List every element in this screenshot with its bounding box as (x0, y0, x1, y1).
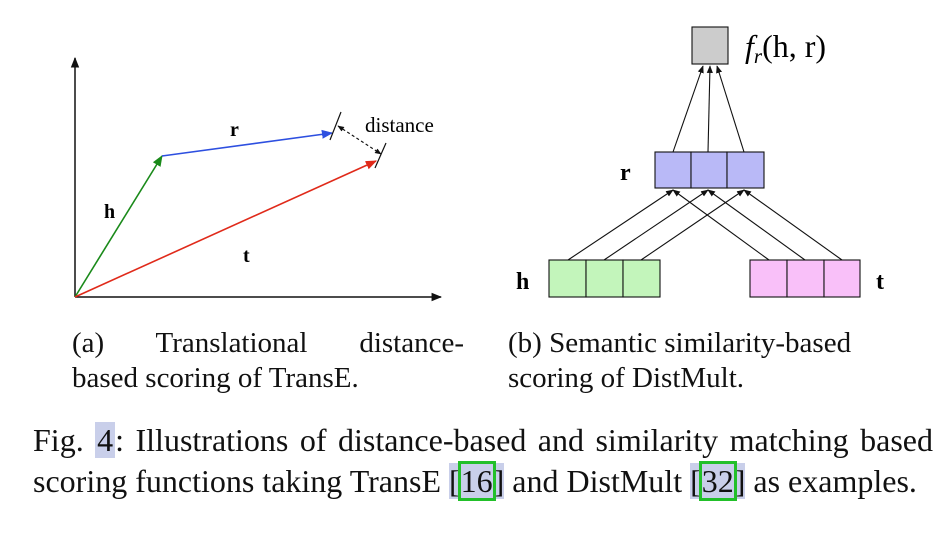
vector-r (161, 129, 334, 157)
edge-h2-r2 (603, 189, 709, 261)
panel-b-diagram: fr(h, r) r h t (516, 26, 884, 298)
r-cell-3 (726, 151, 765, 189)
h-cell-3 (622, 259, 661, 298)
edge-r1-out (672, 65, 704, 153)
output-label: fr(h, r) (745, 28, 826, 68)
subcaption-a-line2: based scoring of TransE. (72, 362, 359, 394)
tick-r-end (329, 111, 342, 141)
t-cell-1 (749, 259, 788, 298)
edge-t2-r2 (707, 189, 806, 261)
citation-16-link[interactable]: 16 (457, 461, 496, 501)
caption-text-3: as examples. (745, 463, 917, 499)
label-t-a: t (243, 245, 250, 267)
output-node (691, 26, 729, 65)
t-vector (749, 259, 861, 298)
citation-32[interactable]: [32] (690, 461, 746, 501)
label-r-a: r (230, 119, 239, 141)
h-vector (548, 259, 661, 298)
panel-a-diagram: h r t distance (70, 56, 443, 302)
label-distance: distance (365, 113, 434, 137)
tick-t-end (374, 142, 387, 169)
label-h-a: h (104, 201, 115, 223)
subcaption-b-line2: scoring of DistMult. (508, 362, 745, 394)
edge-r2-out (706, 65, 713, 153)
caption-text-1: : Illustrations of distance-based and si… (33, 422, 934, 499)
t-cell-2 (786, 259, 825, 298)
r-cell-2 (690, 151, 728, 189)
label-h-b: h (516, 269, 529, 295)
t-cell-3 (823, 259, 861, 298)
edge-h3-r3 (640, 189, 745, 261)
r-vector (654, 151, 765, 189)
edge-r3-out (716, 65, 745, 153)
label-t-b: t (876, 269, 884, 295)
h-cell-2 (585, 259, 624, 298)
figure-caption: Fig. 4: Illustrations of distance-based … (33, 420, 933, 502)
caption-prefix: Fig. (33, 422, 96, 458)
subcaption-b-line1: (b) Semantic similarity-based (508, 327, 852, 359)
vector-t (74, 160, 378, 298)
citation-32-link[interactable]: 32 (698, 461, 737, 501)
edge-t1-r1 (672, 189, 770, 261)
subcaption-a: (a) Translational distance- based scorin… (72, 326, 464, 396)
vector-h (74, 155, 163, 298)
caption-text-2: and DistMult (504, 463, 691, 499)
figure-number[interactable]: 4 (95, 422, 116, 458)
citation-16[interactable]: [16] (448, 461, 505, 501)
edge-h1-r1 (567, 189, 674, 261)
subcaption-a-line1: (a) Translational distance- (72, 327, 464, 359)
label-r-b: r (620, 160, 631, 186)
subcaption-b: (b) Semantic similarity-based scoring of… (508, 326, 898, 396)
edge-t3-r3 (743, 189, 843, 261)
r-cell-1 (654, 151, 692, 189)
h-cell-1 (548, 259, 587, 298)
